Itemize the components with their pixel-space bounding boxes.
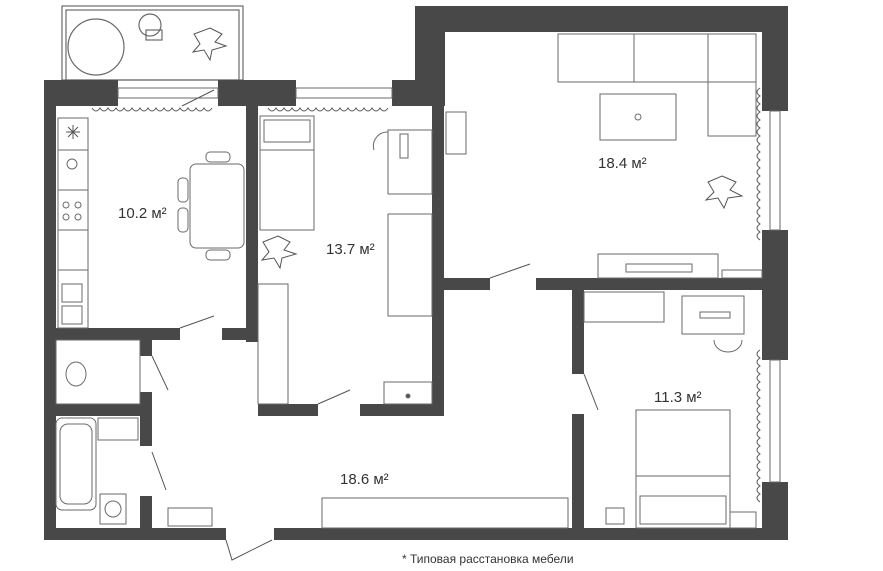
balcony xyxy=(61,5,244,81)
bedroom-large-area-label: 11.3 м² xyxy=(654,389,702,406)
kitchen-furniture xyxy=(57,117,245,329)
living-area-label: 18.4 м² xyxy=(598,155,647,172)
bedroom-small-plant-icon xyxy=(260,235,298,270)
doors xyxy=(151,89,599,561)
kitchen-snowflake-icon xyxy=(66,125,80,139)
walls xyxy=(44,6,788,540)
hall-area-label: 18.6 м² xyxy=(340,471,389,488)
bathroom-furniture xyxy=(55,339,569,529)
living-furniture xyxy=(445,33,763,279)
windows xyxy=(117,87,781,483)
kitchen-area-label: 10.2 м² xyxy=(118,205,167,222)
balcony-plant-icon xyxy=(191,27,228,62)
furniture-note: * Типовая расстановка мебели xyxy=(402,552,574,566)
bedroom-small-area-label: 13.7 м² xyxy=(326,241,375,258)
curtains xyxy=(91,87,761,503)
bedroom-small-furniture xyxy=(257,115,433,405)
living-plant-icon xyxy=(704,175,744,210)
bedroom-large-furniture xyxy=(583,291,757,529)
